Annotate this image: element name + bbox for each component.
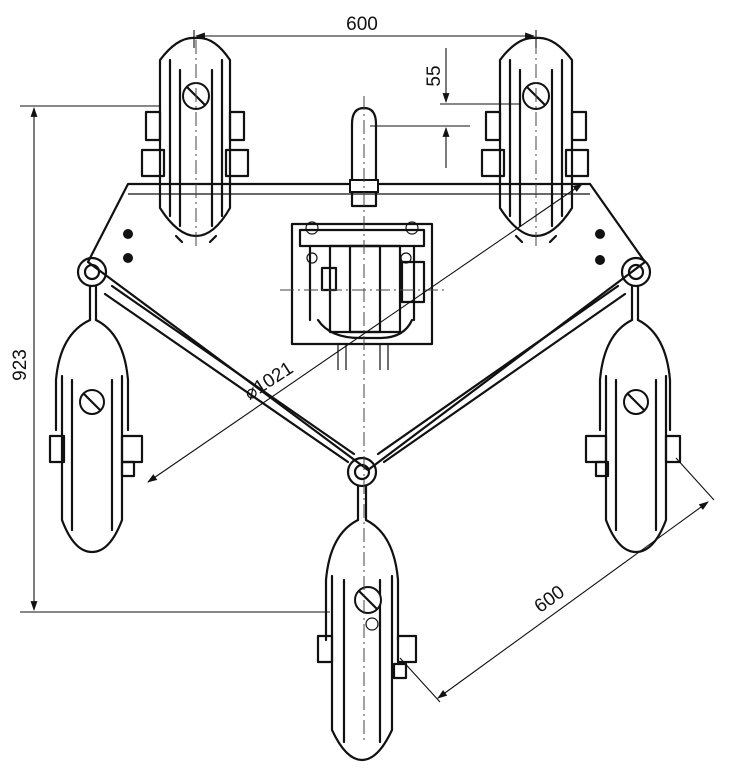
- left-side-pulley: [48, 256, 144, 554]
- central-bracket: [290, 221, 434, 370]
- top-left-pulley: [140, 36, 250, 244]
- dimension-top-span: 600: [193, 14, 537, 48]
- dimension-offset: 55: [370, 48, 520, 168]
- right-side-pulley: [584, 256, 682, 554]
- dim-side-span-label: 600: [531, 582, 569, 618]
- bottom-pulley: [316, 456, 418, 762]
- dim-offset-label: 55: [424, 65, 445, 86]
- dim-top-span-label: 600: [346, 14, 378, 35]
- tie-rods: [103, 284, 627, 464]
- dim-height-label: 923: [10, 349, 31, 381]
- top-right-pulley: [480, 36, 590, 244]
- dimension-height: 923: [10, 105, 330, 613]
